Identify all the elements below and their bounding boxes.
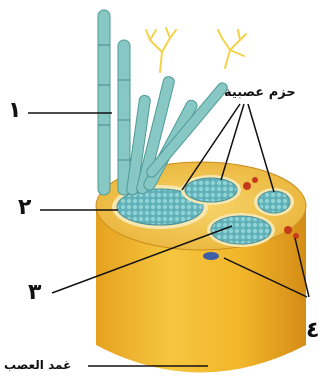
label-nerve-bundles: حزم عصبية (224, 85, 296, 100)
label-three: ٣ (28, 280, 41, 305)
label-four: ٤ (306, 318, 319, 343)
dendrites (146, 28, 246, 72)
label-one: ١ (8, 98, 21, 123)
label-nerve-sheath: غمد العصب (4, 358, 71, 372)
label-two: ٢ (18, 195, 31, 220)
